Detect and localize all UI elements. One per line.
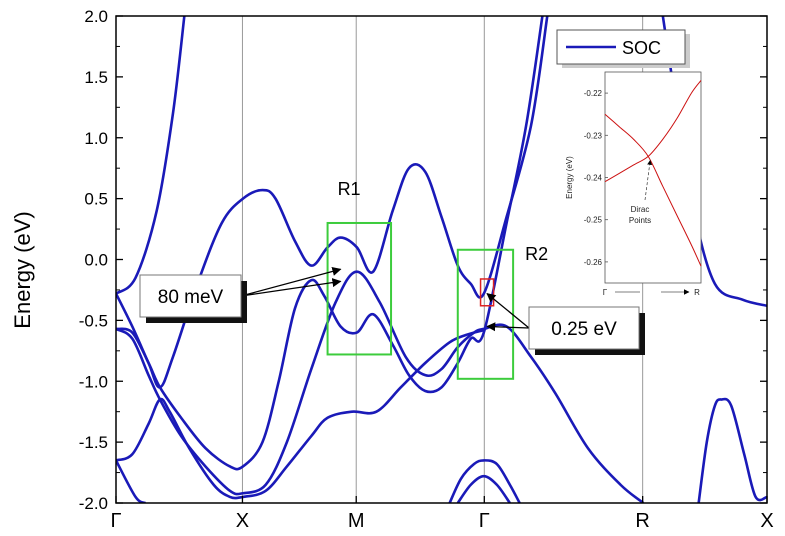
- inset-chart: -0.22 -0.23 -0.24 -0.25 -0.26 Energy (eV) Γ R Di…: [565, 71, 702, 297]
- callout-arrow: [486, 322, 530, 332]
- annotations: 80 meV 0.25 eV: [139, 266, 645, 355]
- y-axis-ticks: 2.0 1.5 1.0 0.5 0.0 -0.5 -1.0 -1.5 -2.0: [79, 7, 767, 513]
- callout-label: 80 meV: [158, 287, 224, 308]
- callout-arrow: [486, 293, 530, 329]
- band-line-1: [116, 16, 186, 295]
- band-line-6: [116, 459, 146, 503]
- inset-y-axis-label: Energy (eV): [565, 156, 574, 199]
- inset-y-tick-label: -0.25: [584, 216, 603, 225]
- inset-annotation-word: Points: [629, 216, 651, 225]
- inset-band-line-1: [604, 113, 702, 267]
- region-box-r1: [326, 221, 393, 356]
- y-tick-label: 1.0: [84, 129, 108, 148]
- dirac-point-marker: [479, 278, 495, 307]
- band-line-5: [116, 328, 485, 500]
- legend: SOC: [556, 29, 690, 68]
- legend-label: SOC: [622, 38, 661, 58]
- inset-frame: [604, 71, 702, 284]
- callout-label: 0.25 eV: [551, 319, 617, 340]
- band-line-2: [116, 16, 549, 389]
- inset-band-line-2: [604, 80, 702, 183]
- x-tick-label: Γ: [479, 510, 490, 532]
- inset-x-label-r: R: [694, 288, 700, 297]
- region-label-r2: R2: [525, 244, 548, 264]
- symmetry-grid-lines: [241, 16, 644, 503]
- band-line-3: [116, 16, 544, 471]
- inset-y-tick-label: -0.23: [584, 131, 603, 140]
- band-line-8: [456, 474, 511, 503]
- y-tick-label: 0.0: [84, 251, 108, 270]
- y-tick-label: -2.0: [79, 494, 108, 513]
- x-tick-label: X: [760, 510, 773, 532]
- y-tick-label: -1.5: [79, 433, 108, 452]
- callout-box: [528, 306, 640, 350]
- x-tick-label: X: [236, 510, 249, 532]
- inset-y-tick-label: -0.22: [584, 89, 603, 98]
- inset-y-tick-label: -0.26: [584, 258, 603, 267]
- band-line-10: [697, 397, 767, 503]
- y-axis-label: Energy (eV): [10, 211, 35, 328]
- x-tick-label: R: [635, 510, 649, 532]
- x-tick-label: M: [348, 510, 365, 532]
- x-tick-label: Γ: [110, 510, 121, 532]
- y-tick-label: -0.5: [79, 311, 108, 330]
- band-line-7: [448, 459, 521, 503]
- callout-arrow: [240, 278, 342, 297]
- inset-y-tick-label: -0.24: [584, 174, 603, 183]
- region-box-r2: [456, 248, 515, 380]
- y-tick-label: 2.0: [84, 7, 108, 26]
- region-label-r1: R1: [338, 179, 361, 199]
- inset-annotation-arrow: [644, 159, 653, 201]
- callout-arrow: [240, 266, 342, 297]
- callout-box: [139, 274, 242, 318]
- y-tick-label: 1.5: [84, 68, 108, 87]
- inset-annotation-word: Dirac: [631, 205, 650, 214]
- y-tick-label: 0.5: [84, 190, 108, 209]
- inset-x-label-gamma: Γ: [603, 288, 608, 297]
- y-tick-label: -1.0: [79, 372, 108, 391]
